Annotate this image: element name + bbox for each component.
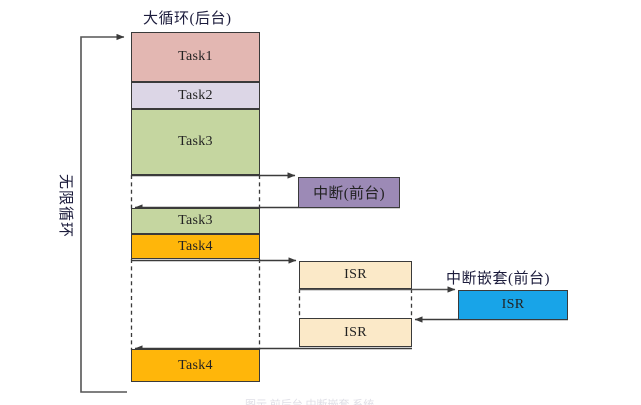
block-label: Task3: [178, 213, 213, 228]
block-label: Task1: [178, 49, 213, 64]
block-label: Task2: [178, 87, 213, 103]
idle-dashed-guides: [130, 175, 261, 350]
block-label: ISR: [344, 324, 367, 340]
title-nested-interrupt: 中断嵌套(前台): [446, 271, 550, 287]
block-task2: Task2: [131, 82, 260, 109]
block-isr-first: ISR: [299, 261, 412, 289]
block-label: ISR: [501, 297, 525, 312]
label-infinite-loop: 无限循环: [57, 174, 73, 239]
block-label: 中断(前台): [313, 186, 385, 202]
block-label: Task4: [178, 238, 213, 254]
block-task4-resumed: Task4: [131, 349, 260, 382]
block-task3-resumed: Task3: [131, 208, 260, 234]
infinite-loop-arrow: [80, 33, 127, 393]
block-label: Task4: [178, 357, 213, 373]
block-label: Task3: [178, 134, 213, 149]
block-task3-first: Task3: [131, 109, 260, 175]
block-label: ISR: [344, 267, 367, 282]
caption-cutoff: 图示 前后台 中断嵌套 系统: [245, 399, 375, 405]
block-isr-resumed: ISR: [299, 318, 412, 347]
block-task1: Task1: [131, 32, 260, 82]
block-interrupt-foreground: 中断(前台): [298, 177, 400, 208]
block-task4-first: Task4: [131, 234, 260, 259]
isr-dashed-guides: [298, 289, 413, 318]
block-isr-nested: ISR: [458, 290, 568, 320]
title-main-loop: 大循环(后台): [143, 11, 232, 27]
